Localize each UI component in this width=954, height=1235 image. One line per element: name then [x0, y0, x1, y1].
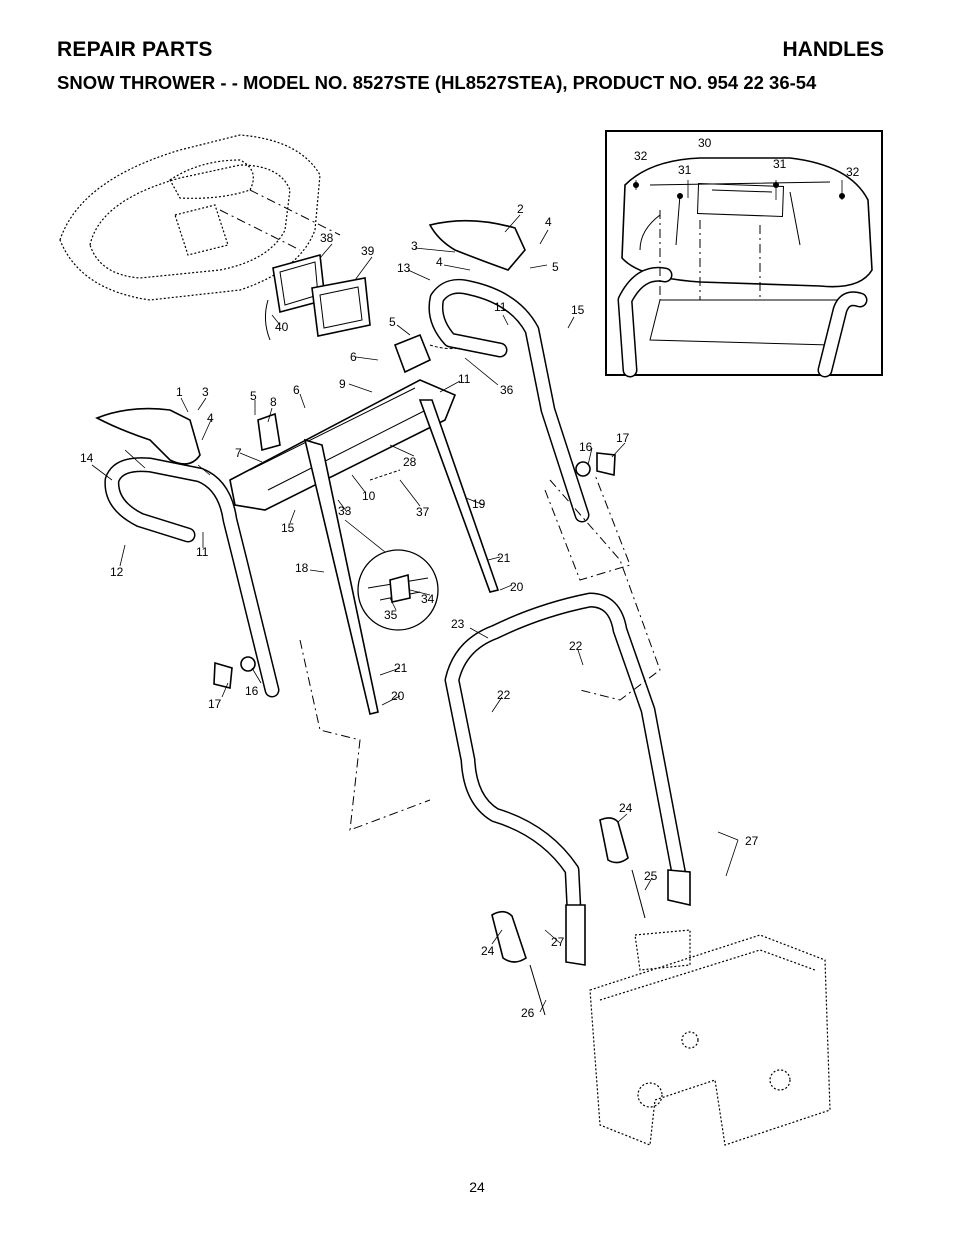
callout-5: 5 — [552, 260, 559, 274]
callout-27b: 27 — [551, 935, 565, 949]
callout-1: 1 — [176, 385, 183, 399]
callout-26: 26 — [521, 1006, 535, 1020]
control-rods — [303, 399, 500, 715]
callout-4b: 4 — [436, 255, 443, 269]
console-ghost-outline — [59, 134, 341, 301]
callout-30: 30 — [698, 136, 712, 150]
callout-22: 22 — [569, 639, 583, 653]
callout-2: 2 — [517, 202, 524, 216]
callout-11c: 11 — [196, 545, 209, 559]
callout-16: 16 — [579, 440, 593, 454]
callout-13: 13 — [397, 261, 411, 275]
right-handle-assembly — [428, 219, 631, 581]
callout-11b: 11 — [458, 372, 471, 386]
callout-15: 15 — [571, 303, 585, 317]
callout-10: 10 — [362, 489, 376, 503]
callout-4: 4 — [545, 215, 552, 229]
callout-22b: 22 — [497, 688, 511, 702]
callout-leaders — [91, 214, 739, 1013]
callout-27: 27 — [745, 834, 759, 848]
model-subtitle: SNOW THROWER - - MODEL NO. 8527STE (HL85… — [57, 72, 817, 93]
callout-6b: 6 — [293, 383, 300, 397]
callout-25: 25 — [644, 869, 658, 883]
callout-39: 39 — [361, 244, 375, 258]
callout-labels: 1 2 3 3 4 4 4 5 5 5 6 6 7 8 9 10 11 11 1… — [80, 136, 860, 1020]
callout-32: 32 — [634, 149, 648, 163]
callout-21: 21 — [497, 551, 511, 565]
callout-34: 34 — [421, 592, 435, 606]
callout-9: 9 — [339, 377, 346, 391]
callout-4c: 4 — [207, 411, 214, 425]
callout-33: 33 — [338, 504, 352, 518]
left-handle-assembly — [95, 407, 280, 698]
callout-40: 40 — [275, 320, 289, 334]
callout-32b: 32 — [846, 165, 860, 179]
callout-11: 11 — [494, 300, 507, 314]
callout-19: 19 — [472, 497, 486, 511]
callout-38: 38 — [320, 231, 334, 245]
section-subject: HANDLES — [782, 38, 884, 61]
inset-detail — [605, 130, 883, 378]
callout-7: 7 — [235, 446, 242, 460]
section-title: REPAIR PARTS — [57, 38, 213, 61]
callout-12: 12 — [110, 565, 124, 579]
callout-35: 35 — [384, 608, 398, 622]
callout-24b: 24 — [481, 944, 495, 958]
callout-31: 31 — [678, 163, 692, 177]
callout-3b: 3 — [202, 385, 209, 399]
lower-handle-frame — [299, 479, 691, 1016]
callout-17b: 17 — [208, 697, 222, 711]
callout-15b: 15 — [281, 521, 295, 535]
callout-6: 6 — [350, 350, 357, 364]
headlight-assembly — [264, 253, 371, 341]
callout-17: 17 — [616, 431, 630, 445]
callout-36: 36 — [500, 383, 514, 397]
callout-21b: 21 — [394, 661, 408, 675]
page-number: 24 — [469, 1179, 485, 1195]
callout-5b: 5 — [389, 315, 396, 329]
snowthrower-base-outline — [589, 929, 831, 1146]
linkage-detail-circle — [344, 519, 439, 631]
callout-18: 18 — [295, 561, 309, 575]
callout-37: 37 — [416, 505, 430, 519]
callout-20: 20 — [510, 580, 524, 594]
control-panel-bracket — [229, 333, 461, 511]
callout-24: 24 — [619, 801, 633, 815]
callout-31b: 31 — [773, 157, 787, 171]
callout-8: 8 — [270, 395, 277, 409]
callout-5c: 5 — [250, 389, 257, 403]
callout-28: 28 — [403, 455, 417, 469]
callout-3: 3 — [411, 239, 418, 253]
callout-14: 14 — [80, 451, 94, 465]
callout-23: 23 — [451, 617, 465, 631]
callout-16b: 16 — [245, 684, 259, 698]
callout-20b: 20 — [391, 689, 405, 703]
